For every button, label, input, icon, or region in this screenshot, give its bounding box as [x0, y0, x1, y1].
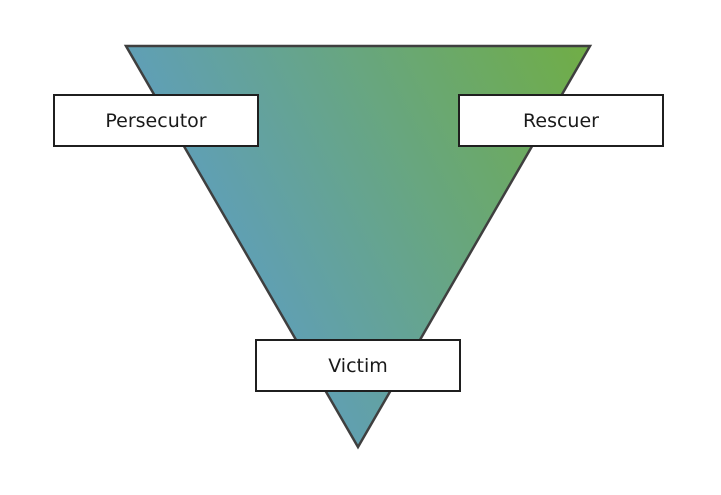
- persecutor-label: Persecutor: [105, 109, 207, 132]
- persecutor-box: Persecutor: [53, 94, 259, 147]
- victim-label: Victim: [328, 354, 388, 377]
- rescuer-box: Rescuer: [458, 94, 664, 147]
- rescuer-label: Rescuer: [523, 109, 599, 132]
- victim-box: Victim: [255, 339, 461, 392]
